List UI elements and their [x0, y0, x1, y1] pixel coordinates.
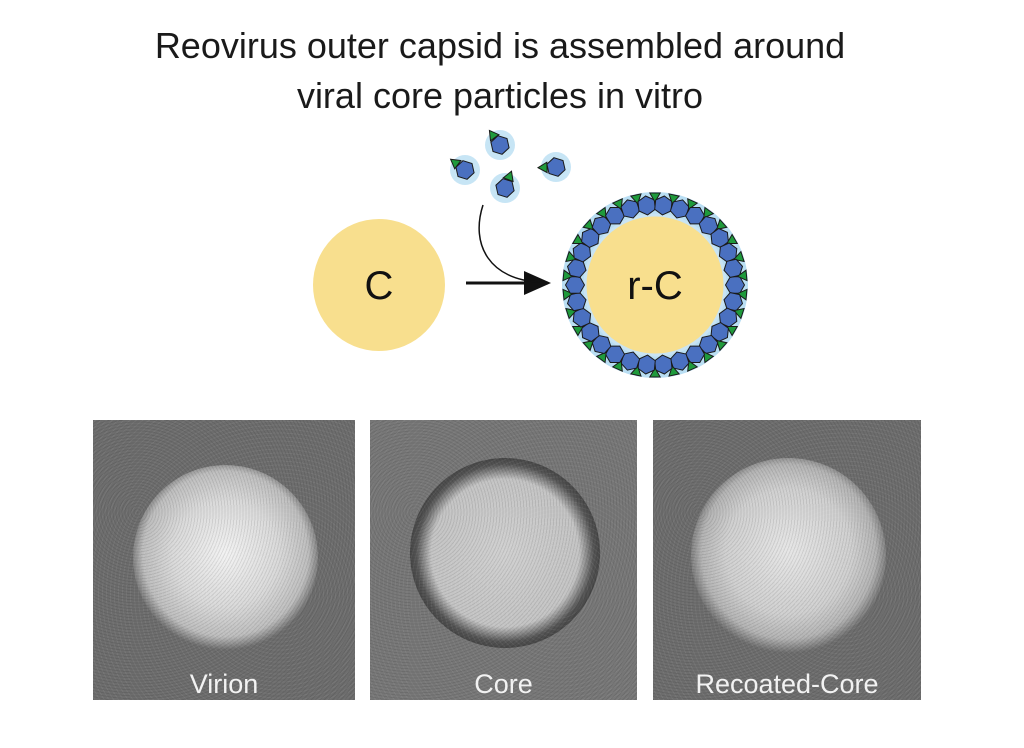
- capsid-triangle: [571, 326, 584, 337]
- micrograph-label: Core: [474, 669, 533, 699]
- capsid-triangle: [736, 269, 748, 282]
- micrograph-recoated-core: Recoated-Core: [653, 420, 921, 700]
- figure-title-line-2: viral core particles in vitro: [296, 75, 704, 116]
- capsid-triangle: [736, 288, 748, 301]
- capsid-triangle: [582, 218, 595, 231]
- capsid-triangle: [687, 197, 699, 211]
- capsid-hexagon: [564, 276, 586, 294]
- capsid-triangle: [715, 218, 728, 231]
- capsid-triangle: [648, 367, 662, 378]
- capsid-triangle: [582, 339, 595, 352]
- protein-addition-curve: [478, 204, 541, 283]
- recoated-core-particle: [562, 192, 748, 378]
- capsid-triangle: [715, 339, 728, 352]
- capsid-triangle: [629, 365, 642, 377]
- capsid-hexagon: [724, 276, 746, 294]
- capsid-triangle: [611, 197, 623, 211]
- free-triangle: [488, 129, 500, 142]
- figure-title-line-1: Reovirus outer capsid is assembled aroun…: [154, 25, 846, 66]
- capsid-triangle: [648, 192, 662, 203]
- micrograph-label: Recoated-Core: [695, 669, 879, 699]
- capsid-triangle: [687, 359, 699, 373]
- capsid-triangle: [595, 351, 607, 364]
- micrograph-core: Core: [370, 420, 637, 700]
- micrograph-label: Virion: [189, 669, 259, 699]
- assembly-schematic: C r-C: [313, 129, 748, 378]
- capsid-triangle: [703, 351, 715, 364]
- capsid-triangle: [726, 233, 739, 244]
- free-outer-capsid-proteins: [449, 129, 571, 203]
- free-triangle: [537, 161, 548, 174]
- free-triangle: [502, 170, 514, 183]
- core-label: C: [365, 264, 394, 308]
- free-triangle: [449, 158, 462, 170]
- core-particle: [313, 219, 445, 351]
- capsid-triangle: [562, 288, 574, 301]
- capsid-triangle: [668, 193, 681, 205]
- capsid-triangle: [562, 269, 574, 282]
- capsid-triangle: [565, 250, 578, 263]
- capsid-triangle: [595, 206, 607, 219]
- capsid-triangle: [611, 359, 623, 373]
- free-hexagon: [490, 135, 510, 155]
- capsid-triangle: [732, 307, 745, 320]
- capsid-triangle: [703, 206, 715, 219]
- capsid-triangle: [726, 326, 739, 337]
- recoated-core-label: r-C: [627, 264, 683, 308]
- micrograph-virion: Virion: [93, 420, 355, 700]
- capsid-triangle: [571, 233, 584, 244]
